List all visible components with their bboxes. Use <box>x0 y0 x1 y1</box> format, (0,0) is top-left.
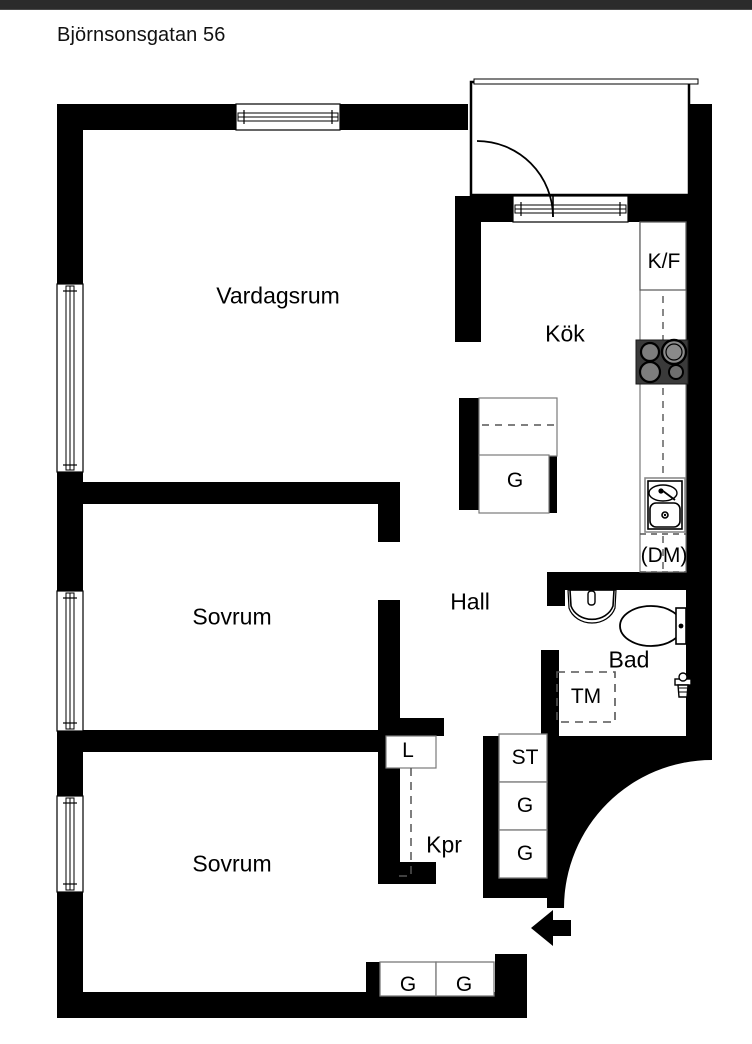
fridge-freezer-icon <box>639 221 687 291</box>
kpr-dashed-outline <box>396 768 412 877</box>
browser-chrome-bar <box>0 0 752 10</box>
entrance-direction-arrow <box>531 910 571 946</box>
floor-drain-icon <box>674 672 692 698</box>
bathroom-sink-icon <box>567 589 617 624</box>
kpr-closet <box>385 735 437 877</box>
windows <box>56 103 629 893</box>
dishwasher-icon <box>640 533 686 573</box>
kitchen-fixtures <box>635 221 689 573</box>
bottom-closets <box>379 961 495 997</box>
hall-closet <box>478 397 558 514</box>
window-balcony <box>512 195 629 223</box>
page-title: Björnsonsgatan 56 <box>57 24 226 46</box>
kitchen-sink-icon <box>644 477 686 533</box>
window-left-3 <box>56 795 84 893</box>
walls <box>57 104 712 1018</box>
window-top <box>235 103 341 131</box>
toilet-icon <box>619 605 687 647</box>
bathroom-fixtures <box>556 589 692 723</box>
window-left-2 <box>56 590 84 732</box>
balcony <box>469 78 699 218</box>
stove-icon <box>635 338 689 385</box>
entry-closets <box>498 733 548 879</box>
washing-machine-icon <box>556 671 616 723</box>
balcony-door-swing-arc <box>476 140 554 218</box>
window-left-1 <box>56 283 84 473</box>
